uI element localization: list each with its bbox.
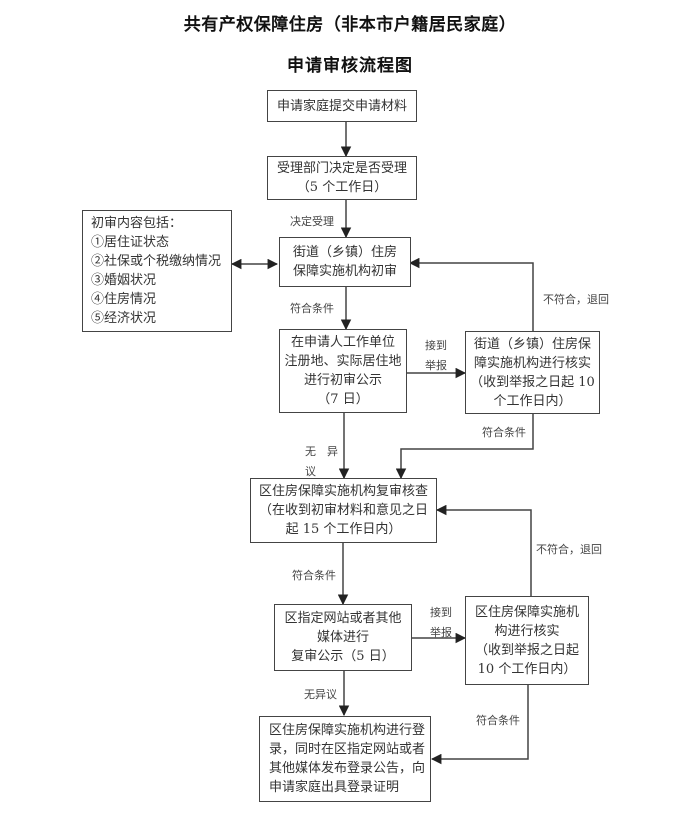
arrow-return-to-initial-review — [408, 257, 534, 332]
box-text-line: ①居住证状态 — [91, 235, 170, 250]
box-text-line: 个工作日内） — [493, 393, 572, 409]
label-report-line: 接到 — [425, 339, 447, 352]
box-text-line: 媒体进行 — [316, 630, 369, 645]
box-text-line: 区住房保障实施机构复审核查 — [258, 484, 428, 499]
label-no-objection-line: 无 异 — [305, 445, 338, 458]
step-initial-publicity: 在申请人工作单位注册地、实际居住地进行初审公示 （7 日） — [279, 329, 407, 413]
step-re-review-publicity: 区指定网站或者其他媒体进行复审公示（5 日） — [274, 604, 412, 671]
label-decide-accept: 决定受理 — [290, 215, 334, 228]
label-report-line: 举报 — [430, 626, 452, 639]
box-text-line: ④住房情况 — [91, 292, 157, 307]
diagram-subtitle: 申请审核流程图 — [287, 56, 413, 76]
step-district-re-review: 区住房保障实施机构复审核查 （在收到初审材料和意见之日起 15 个工作日内） — [250, 478, 437, 543]
box-text-line: 起 15 个工作日内） — [285, 522, 402, 537]
box-text-line: 区住房保障实施机 — [474, 604, 579, 620]
box-text-line: 其他媒体发布登录公告，向 — [269, 761, 426, 776]
box-text-line: 在申请人工作单位 — [290, 335, 395, 350]
label-meets-conditions: 符合条件 — [290, 302, 334, 315]
arrow-verification-to-re-review — [395, 413, 534, 480]
step-submit-materials: 申请家庭提交申请材料 — [267, 90, 417, 122]
label-meets-conditions: 符合条件 — [476, 714, 520, 727]
step-accept-decision: 受理部门决定是否受理 （5 个工作日） — [267, 156, 417, 200]
label-meets-conditions: 符合条件 — [292, 569, 336, 582]
box-text-line: （收到举报之日起 10 — [470, 374, 595, 390]
box-text-line: 复审公示（5 日） — [291, 649, 395, 664]
label-no-objection: 无异议 — [304, 688, 337, 701]
label-meets-conditions: 符合条件 — [482, 426, 526, 439]
box-text-line: 10 个工作日内） — [477, 661, 577, 677]
box-text-line: 街道（乡镇）住房保 — [473, 336, 591, 352]
label-report-line: 接到 — [430, 606, 452, 619]
box-text-line: 申请家庭出具登录证明 — [269, 780, 400, 795]
box-text-line: 录，同时在区指定网站或者 — [269, 742, 426, 757]
box-text-line: （在收到初审材料和意见之日 — [258, 503, 428, 518]
label-not-meet-return: 不符合，退回 — [543, 293, 609, 306]
box-text-line: ⑤经济状况 — [91, 311, 157, 326]
box-text-line: 申请家庭提交申请材料 — [276, 98, 407, 114]
box-text-line: （收到举报之日起 — [474, 642, 579, 658]
label-report-received: 接到 举报 — [430, 603, 452, 643]
step-registration: 区住房保障实施机构进行登录，同时在区指定网站或者其他媒体发布登录公告，向申请家庭… — [259, 716, 431, 802]
box-text-line: 街道（乡镇）住房 — [292, 245, 397, 260]
label-report-line: 举报 — [425, 359, 447, 372]
step-street-verification: 街道（乡镇）住房保障实施机构进行核实 （收到举报之日起 10 个工作日内） — [465, 331, 600, 414]
step-street-initial-review: 街道（乡镇）住房保障实施机构初审 — [279, 237, 411, 287]
label-no-objection: 无 异 议 — [305, 442, 338, 482]
box-text-line: ③婚姻状况 — [91, 273, 157, 288]
initial-review-contents: 初审内容包括： ①居住证状态 ②社保或个税缴纳情况 ③婚姻状况 ④住房情况 ⑤经济状况 — [82, 210, 232, 332]
box-text-line: 初审内容包括： — [91, 216, 183, 231]
box-text-line: 障实施机构进行核实 — [473, 355, 591, 371]
label-not-meet-return: 不符合，退回 — [536, 543, 602, 556]
label-report-received: 接到 举报 — [425, 336, 447, 376]
arrow-return-to-re-review — [435, 504, 532, 596]
box-text-line: 构进行核实 — [494, 623, 560, 639]
label-no-objection-line: 议 — [305, 465, 316, 478]
step-district-verification: 区住房保障实施机构进行核实 （收到举报之日起 10 个工作日内） — [465, 596, 589, 685]
box-text-line: 区住房保障实施机构进行登 — [269, 723, 426, 738]
box-text-line: （7 日） — [317, 392, 369, 407]
diagram-title: 共有产权保障住房（非本市户籍居民家庭） — [183, 15, 517, 35]
box-text-line: 受理部门决定是否受理 — [276, 161, 407, 176]
box-text-line: 保障实施机构初审 — [292, 264, 397, 279]
box-text-line: （5 个工作日） — [296, 180, 388, 195]
box-text-line: 进行初审公示 — [303, 373, 382, 388]
arrow-verification-to-registration — [430, 684, 529, 765]
box-text-line: 注册地、实际居住地 — [284, 354, 402, 369]
box-text-line: 区指定网站或者其他 — [284, 611, 402, 626]
box-text-line: ②社保或个税缴纳情况 — [91, 254, 222, 269]
